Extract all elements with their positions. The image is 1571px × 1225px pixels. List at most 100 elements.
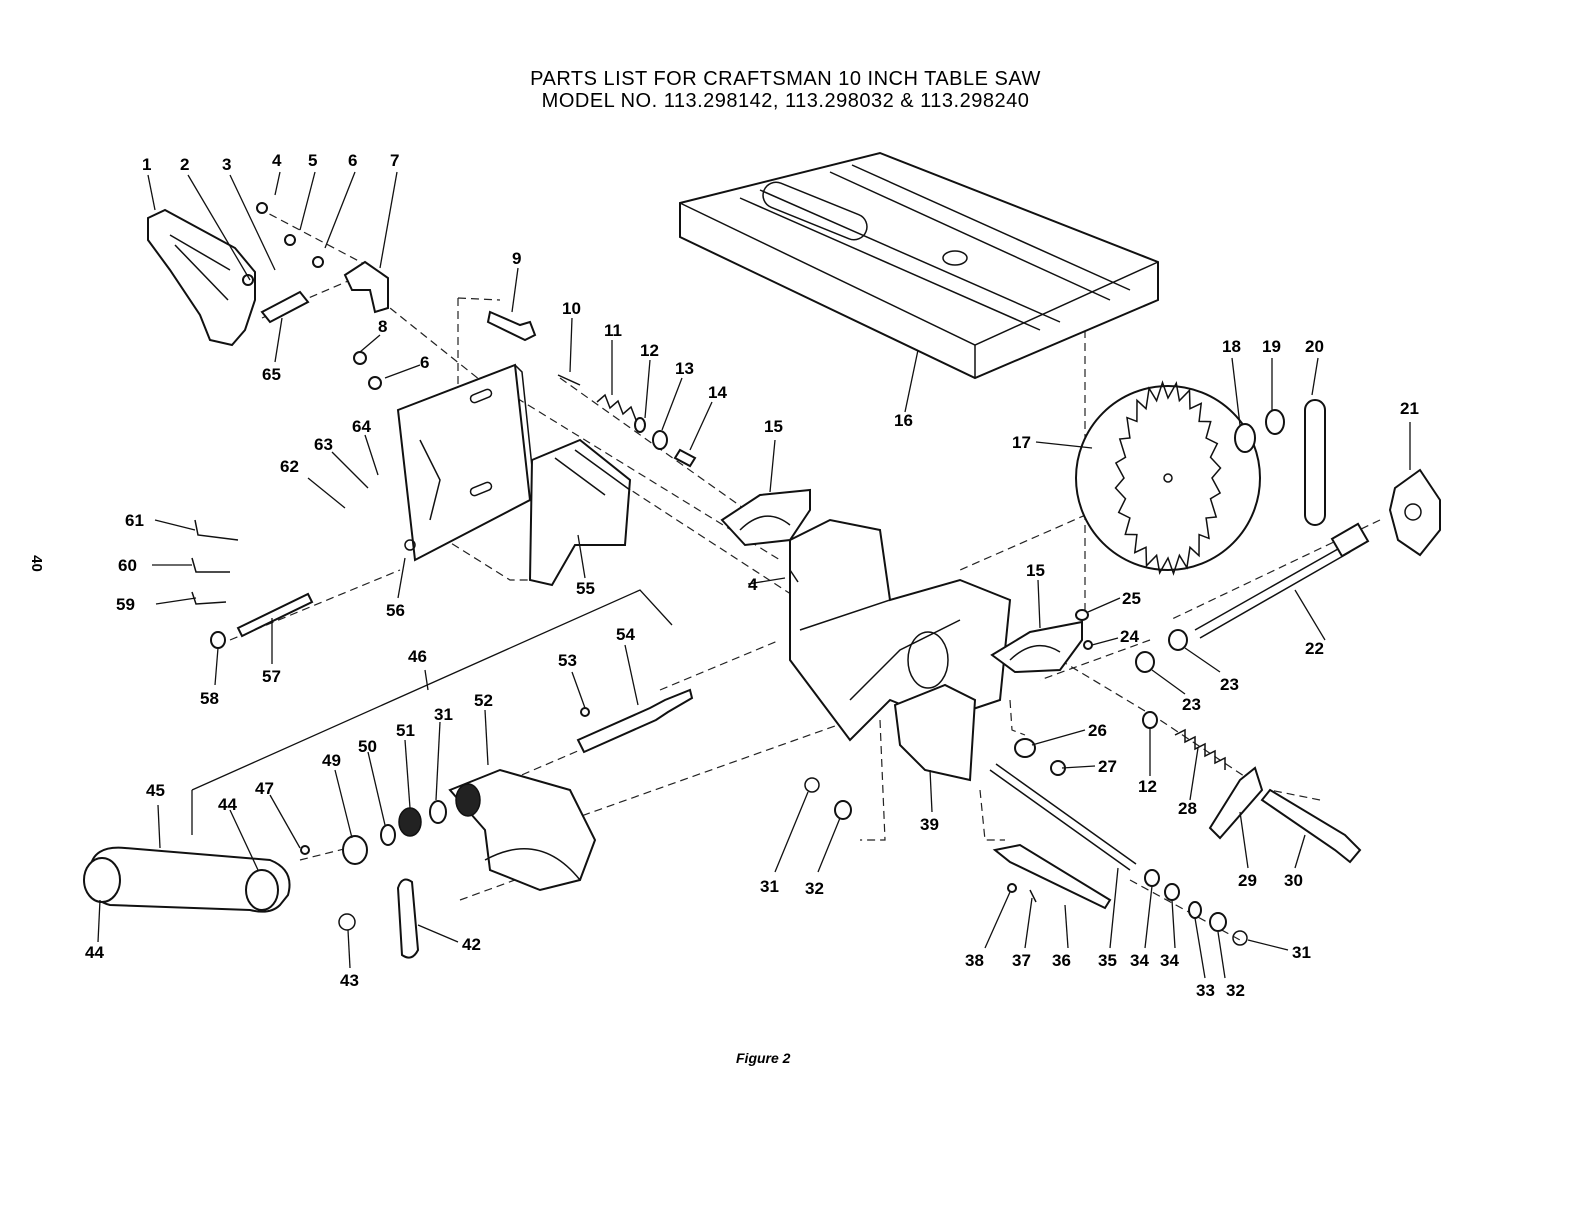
table-top [679, 151, 1159, 380]
spring-assembly [557, 374, 697, 468]
callout-31b: 31 [760, 877, 779, 896]
lock-bolt [1260, 788, 1362, 864]
callout-23b: 23 [1182, 695, 1201, 714]
callout-7: 7 [390, 151, 399, 170]
callout-20: 20 [1305, 337, 1324, 356]
callout-63: 63 [314, 435, 333, 454]
callout-35: 35 [1098, 951, 1117, 970]
callout-64: 64 [352, 417, 371, 436]
callout-16: 16 [894, 411, 913, 430]
callout-5: 5 [308, 151, 317, 170]
callout-8: 8 [378, 317, 387, 336]
callout-2: 2 [180, 155, 189, 174]
callout-45: 45 [146, 781, 165, 800]
callout-47: 47 [255, 779, 274, 798]
callout-65: 65 [262, 365, 281, 384]
callout-labels: 1 2 3 4 5 6 7 8 6 9 10 11 12 13 14 15 16… [85, 151, 1419, 1000]
tilt-rod [989, 763, 1137, 871]
saw-blade [1075, 380, 1261, 576]
callout-42: 42 [462, 935, 481, 954]
callout-34b: 34 [1160, 951, 1179, 970]
gear-segment-casting [448, 768, 597, 892]
callout-37: 37 [1012, 951, 1031, 970]
bearings [342, 800, 447, 865]
compression-spring [1174, 728, 1226, 770]
hex-keys [191, 519, 239, 605]
callout-13: 13 [675, 359, 694, 378]
callout-28: 28 [1178, 799, 1197, 818]
callout-19: 19 [1262, 337, 1281, 356]
callout-60: 60 [118, 556, 137, 575]
callout-58: 58 [200, 689, 219, 708]
callout-12b: 12 [1138, 777, 1157, 796]
callout-32b: 32 [1226, 981, 1245, 1000]
callout-29: 29 [1238, 871, 1257, 890]
callout-3: 3 [222, 155, 231, 174]
callout-62: 62 [280, 457, 299, 476]
callout-30: 30 [1284, 871, 1303, 890]
figure-caption: Figure 2 [736, 1050, 791, 1066]
callout-34: 34 [1130, 951, 1149, 970]
motor-bracket [528, 438, 632, 587]
callout-9: 9 [512, 249, 521, 268]
callout-55: 55 [576, 579, 595, 598]
callout-44b: 44 [218, 795, 237, 814]
retaining-ring [338, 913, 356, 931]
callout-53: 53 [558, 651, 577, 670]
arm-bracket [343, 260, 389, 314]
callout-43: 43 [340, 971, 359, 990]
link-plate [396, 878, 420, 959]
callout-26: 26 [1088, 721, 1107, 740]
callout-54: 54 [616, 625, 635, 644]
arbor-flange [1388, 468, 1441, 557]
callout-57: 57 [262, 667, 281, 686]
guard-arm [147, 208, 256, 347]
callout-23: 23 [1220, 675, 1239, 694]
callout-46: 46 [408, 647, 427, 666]
callout-18: 18 [1222, 337, 1241, 356]
callout-24: 24 [1120, 627, 1139, 646]
leader-lines [97, 171, 1411, 979]
callout-31c: 31 [1292, 943, 1311, 962]
callout-14: 14 [708, 383, 727, 402]
mount-bolt [486, 310, 537, 342]
callout-33: 33 [1196, 981, 1215, 1000]
callout-51: 51 [396, 721, 415, 740]
arbor-washer [1234, 409, 1285, 453]
header-title-line2: MODEL NO. 113.298142, 113.298032 & 113.2… [541, 90, 1030, 112]
motor-mount-plate [396, 363, 537, 562]
callout-6b: 6 [420, 353, 429, 372]
trunnion-bracket-lower [990, 620, 1083, 674]
callout-17: 17 [1012, 433, 1031, 452]
pivot-shaft [576, 688, 694, 754]
lock-lever [992, 843, 1112, 910]
callout-49: 49 [322, 751, 341, 770]
callout-31: 31 [434, 705, 453, 724]
callout-15b: 15 [1026, 561, 1045, 580]
lock-handle [1208, 766, 1264, 840]
drive-belt-small [1304, 399, 1326, 526]
callout-15: 15 [764, 417, 783, 436]
rod [236, 592, 314, 638]
callout-38: 38 [965, 951, 984, 970]
callout-4: 4 [272, 151, 282, 170]
callout-10: 10 [562, 299, 581, 318]
callout-1: 1 [142, 155, 151, 174]
callout-50: 50 [358, 737, 377, 756]
arbor-shaft [1194, 522, 1370, 639]
callout-59: 59 [116, 595, 135, 614]
callout-4b: 4 [748, 575, 758, 594]
header-title-line1: PARTS LIST FOR CRAFTSMAN 10 INCH TABLE S… [530, 68, 1041, 90]
callout-27: 27 [1098, 757, 1117, 776]
callout-56: 56 [386, 601, 405, 620]
callout-32: 32 [805, 879, 824, 898]
washer-58 [210, 631, 226, 649]
callout-6: 6 [348, 151, 357, 170]
motor-belt [83, 846, 291, 913]
arm-pivot-pin [260, 290, 310, 324]
right-hardware [300, 569, 1248, 946]
callout-12: 12 [640, 341, 659, 360]
callout-36: 36 [1052, 951, 1071, 970]
callout-22: 22 [1305, 639, 1324, 658]
